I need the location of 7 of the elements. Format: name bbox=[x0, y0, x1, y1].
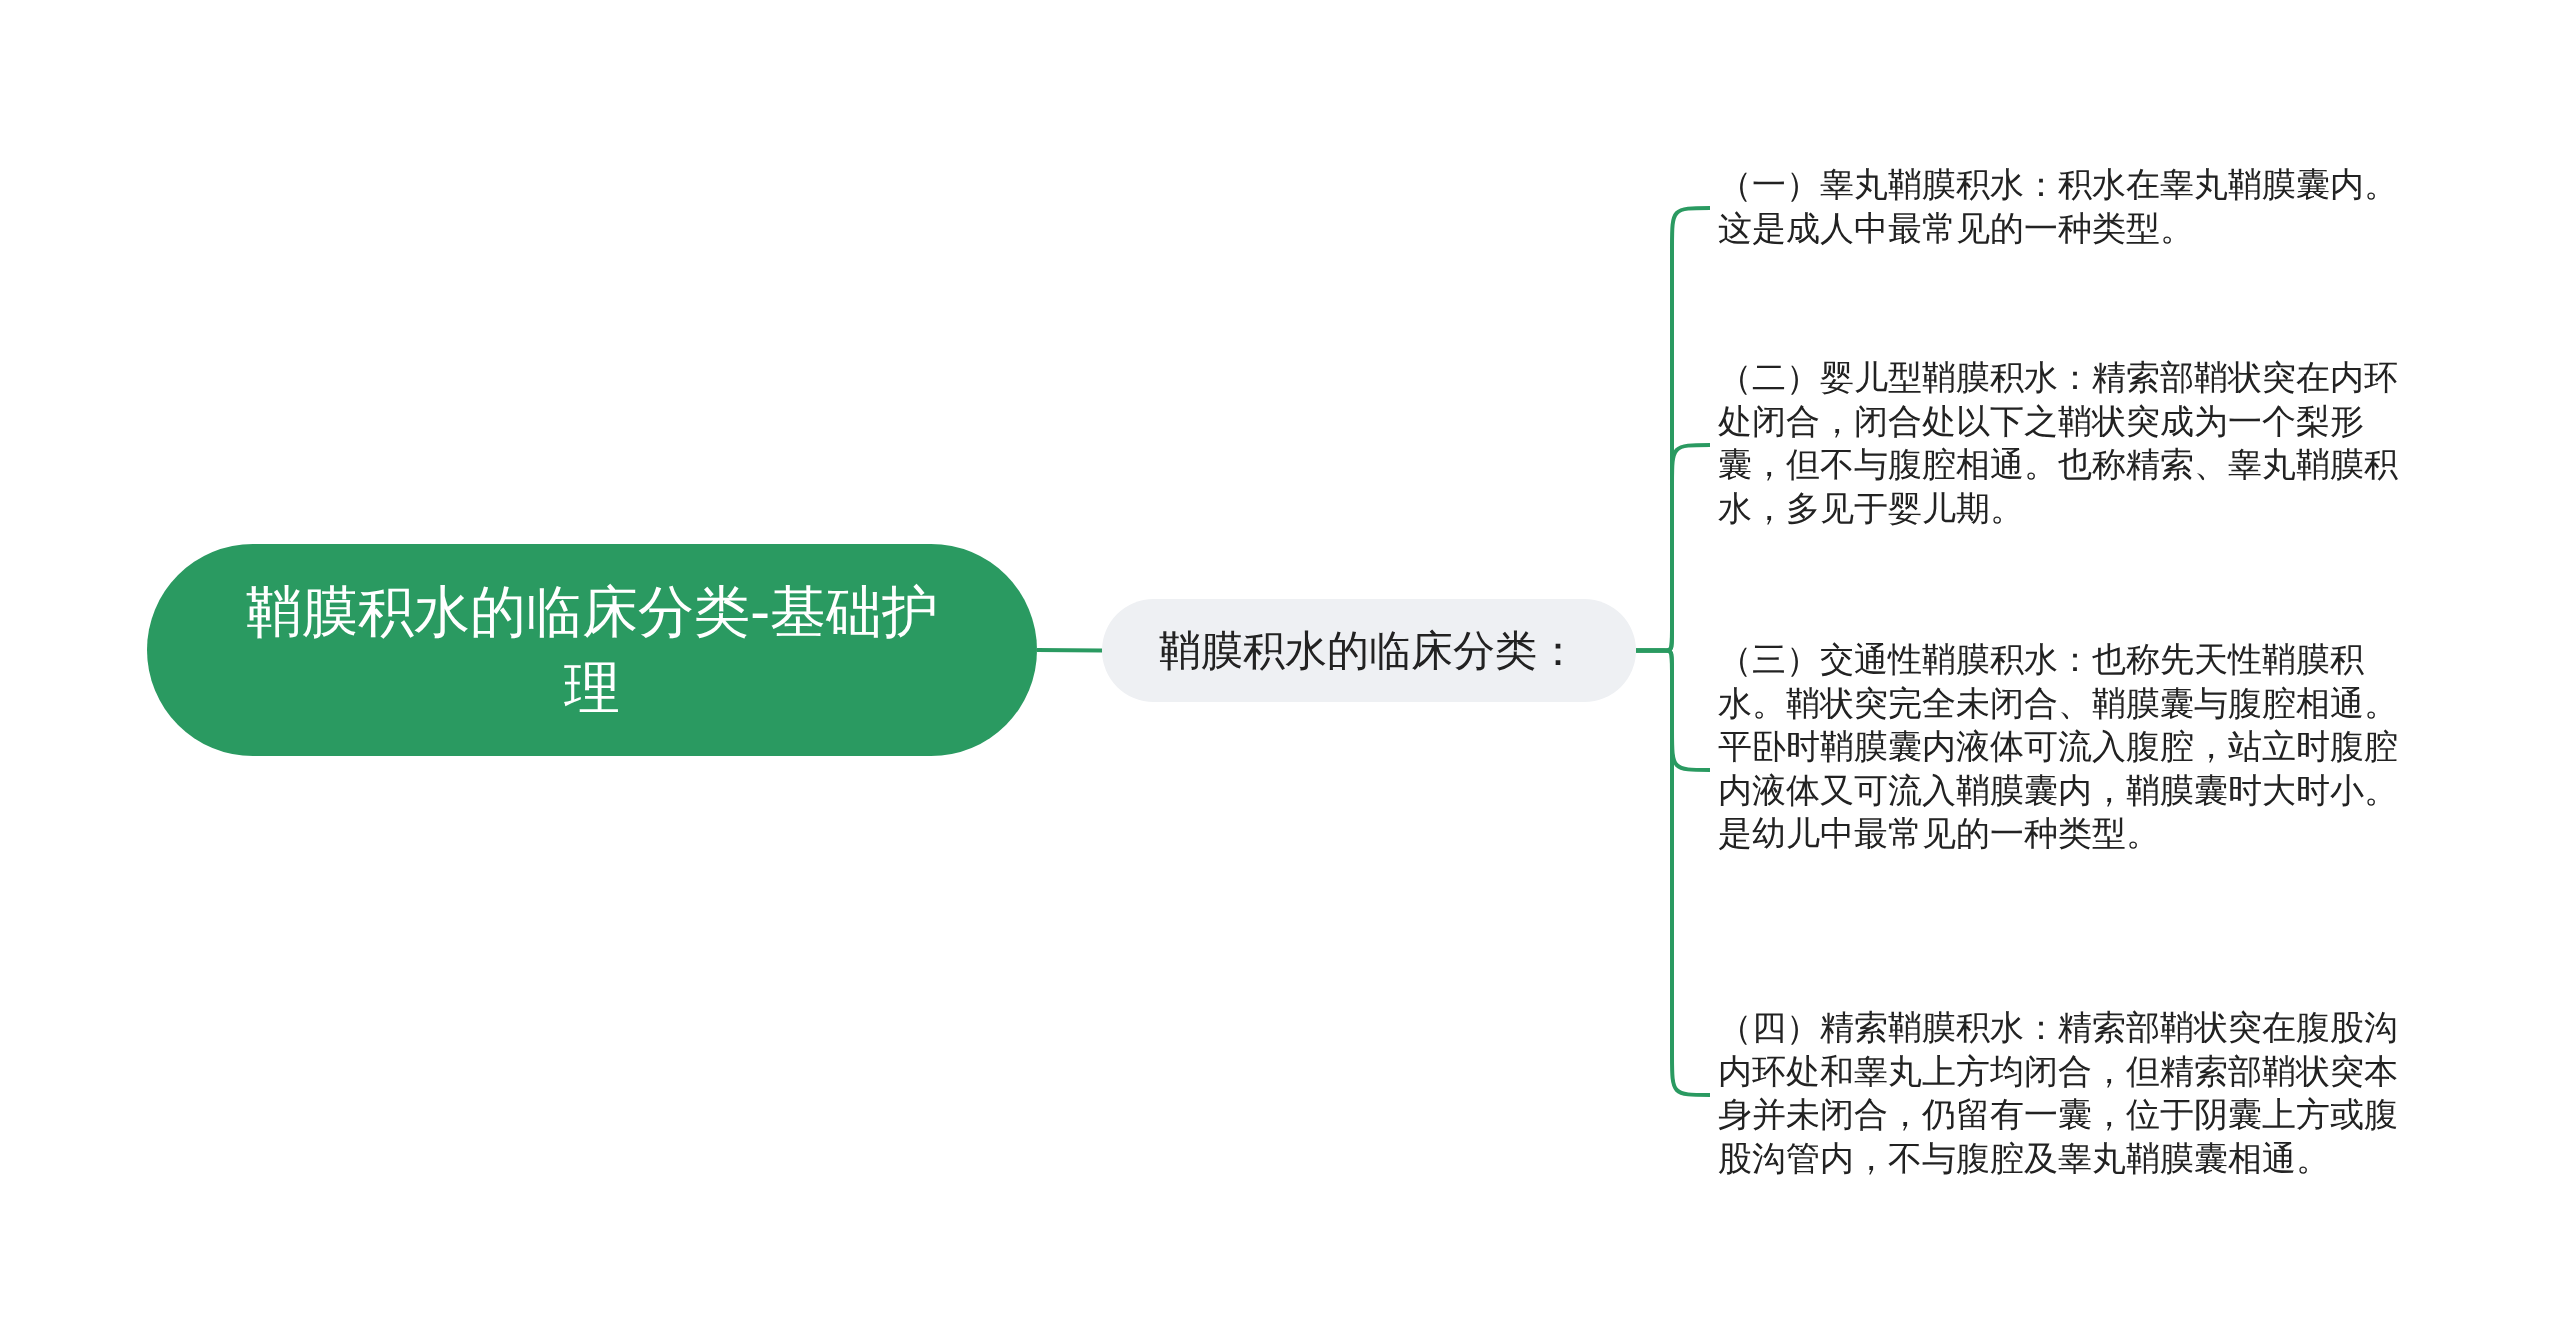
subtopic-text: （二）婴儿型鞘膜积水：精索部鞘状突在内环处闭合，闭合处以下之鞘状突成为一个梨形囊，但不与腹腔相通。也称精索、睾丸鞘膜积水，多见于婴儿期。 bbox=[1710, 356, 2410, 534]
topic-box: 鞘膜积水的临床分类： bbox=[1102, 599, 1636, 702]
subtopic-text: （一）睾丸鞘膜积水：积水在睾丸鞘膜囊内。这是成人中最常见的一种类型。 bbox=[1710, 163, 2410, 253]
root-topic: 鞘膜积水的临床分类-基础护理 bbox=[147, 544, 1037, 756]
subtopic-text: （四）精索鞘膜积水：精索部鞘状突在腹股沟内环处和睾丸上方均闭合，但精索部鞘状突本身并未闭合，仍留有一囊，位于阴囊上方或腹股沟管内，不与腹腔及睾丸鞘膜囊相通。 bbox=[1710, 1006, 2410, 1184]
subtopic-text: （三）交通性鞘膜积水：也称先天性鞘膜积水。鞘状突完全未闭合、鞘膜囊与腹腔相通。平卧时鞘膜囊内液体可流入腹腔，站立时腹腔内液体又可流入鞘膜囊内，鞘膜囊时大时小。是幼儿中最常见的一种类型。 bbox=[1710, 638, 2410, 902]
connector bbox=[1037, 648, 1102, 653]
